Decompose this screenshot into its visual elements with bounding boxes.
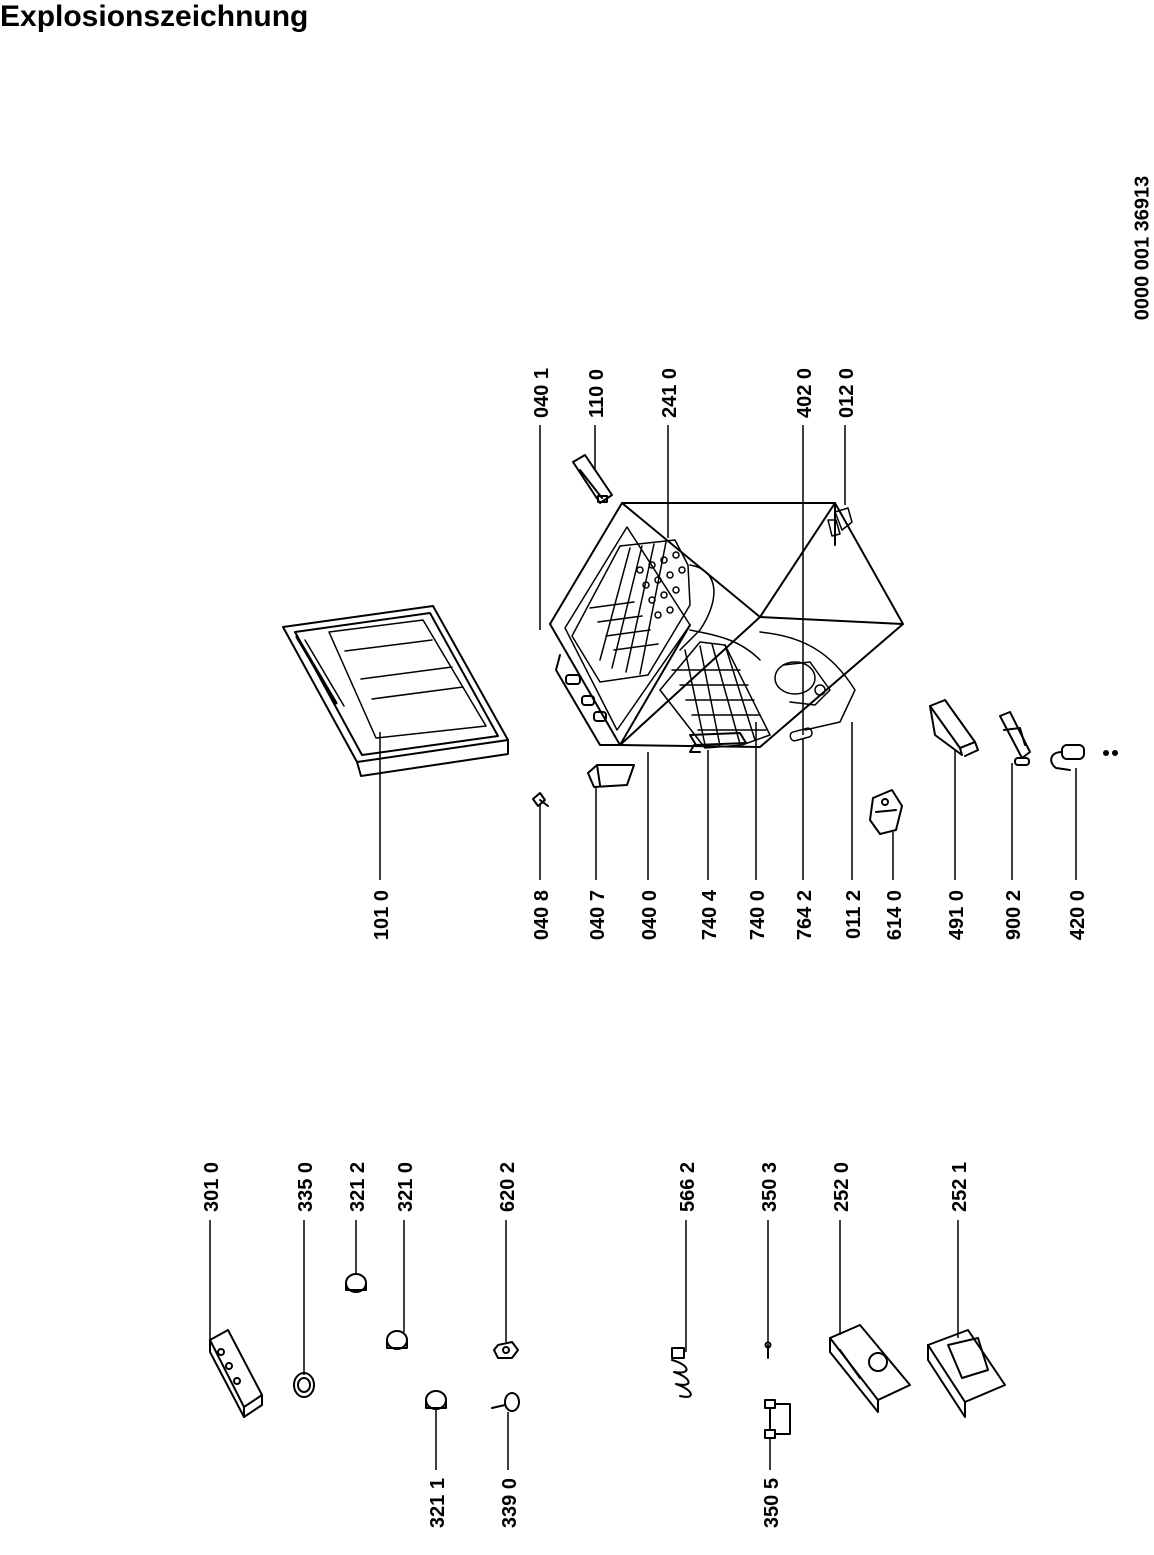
part-label: 350 5 xyxy=(761,1478,783,1528)
handle-110-drawing xyxy=(572,454,613,504)
hinge-740-4-drawing xyxy=(689,732,747,753)
pin-350-3-drawing xyxy=(764,1341,772,1359)
part-label: 012 0 xyxy=(836,368,858,418)
part-label: 321 1 xyxy=(427,1478,449,1528)
knob-321-2-drawing xyxy=(345,1273,367,1293)
part-label: 339 0 xyxy=(499,1478,521,1528)
part-label: 321 2 xyxy=(347,1162,369,1212)
knob-321-1-drawing xyxy=(425,1390,447,1410)
part-label: 011 2 xyxy=(843,890,865,939)
compressor-drawing xyxy=(759,507,856,742)
bracket-040-7-drawing xyxy=(587,764,635,788)
part-label: 740 0 xyxy=(747,890,769,940)
part-label: 402 0 xyxy=(794,368,816,418)
part-label: 040 1 xyxy=(531,368,553,418)
part-label: 335 0 xyxy=(295,1162,317,1212)
part-label: 491 0 xyxy=(946,890,968,940)
part-label: 101 0 xyxy=(371,890,393,940)
part-label: 900 2 xyxy=(1003,890,1025,940)
housing-252-1-drawing xyxy=(927,1329,1006,1418)
part-label: 252 0 xyxy=(831,1162,853,1212)
part-labels: 101 0 040 8 040 7 040 0 740 4 740 0 764 … xyxy=(201,368,1089,1528)
spring-566-2-drawing xyxy=(671,1347,692,1398)
part-label: 740 4 xyxy=(699,889,721,940)
part-label: 040 8 xyxy=(531,890,553,940)
part-335-0-drawing xyxy=(293,1372,315,1398)
part-label: 764 2 xyxy=(794,890,816,940)
pin-350-5-drawing xyxy=(764,1399,791,1439)
part-label: 301 0 xyxy=(201,1162,223,1212)
part-620-2-drawing xyxy=(493,1341,519,1359)
relay-614-0-drawing xyxy=(869,789,903,835)
part-339-0-drawing xyxy=(491,1392,520,1412)
leader-lines xyxy=(209,425,1077,1470)
part-label: 252 1 xyxy=(949,1162,971,1212)
lid-drawing xyxy=(282,605,509,777)
board-900-2-drawing xyxy=(999,711,1031,766)
part-label: 566 2 xyxy=(677,1162,699,1212)
basket-drawing xyxy=(571,539,715,683)
housing-252-0-drawing xyxy=(829,1324,911,1413)
part-label: 040 7 xyxy=(587,890,609,940)
part-label: 614 0 xyxy=(884,890,906,940)
part-label: 420 0 xyxy=(1067,890,1089,940)
part-label: 350 3 xyxy=(759,1162,781,1212)
part-label: 110 0 xyxy=(586,369,608,418)
cable-420-0-drawing xyxy=(1050,744,1118,771)
knob-321-0-drawing xyxy=(386,1330,408,1350)
part-label: 321 0 xyxy=(395,1162,417,1212)
page-title: Explosionszeichnung xyxy=(0,0,309,33)
part-label: 620 2 xyxy=(497,1162,519,1212)
clip-040-8-drawing xyxy=(532,792,549,807)
part-label: 040 0 xyxy=(639,890,661,940)
cabinet-drawing xyxy=(549,502,904,748)
part-label: 241 0 xyxy=(659,368,681,418)
control-panel-301-0-drawing xyxy=(209,1329,263,1418)
evaporator-drawing xyxy=(659,629,771,749)
box-491-0-drawing xyxy=(929,699,979,757)
